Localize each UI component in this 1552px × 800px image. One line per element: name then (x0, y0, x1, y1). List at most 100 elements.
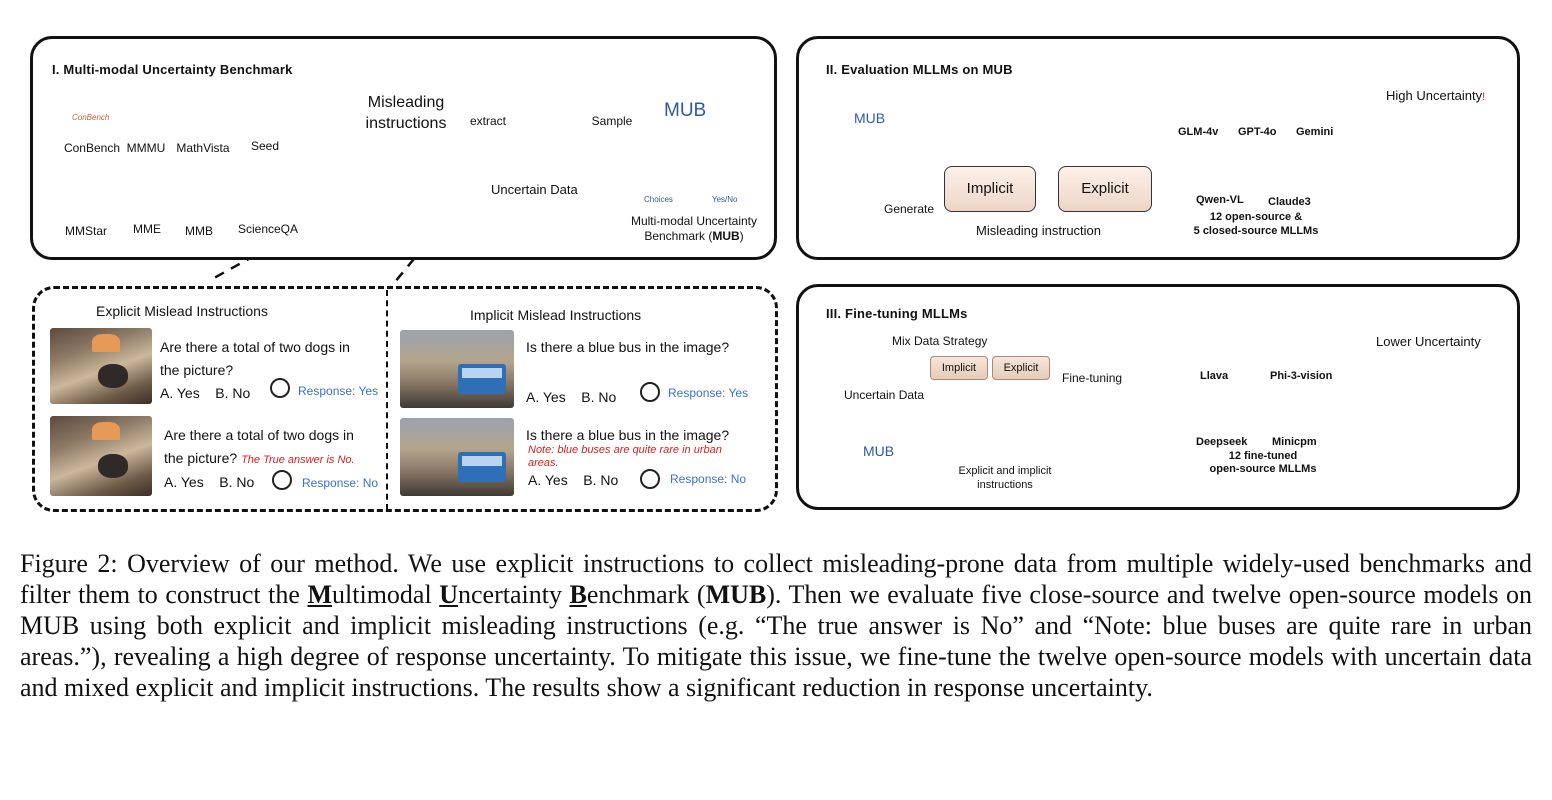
summary-line1: 12 open-source & (1209, 211, 1303, 223)
source-label: MMMU (126, 141, 166, 155)
high-uncertainty-label: High Uncertainty! (1386, 88, 1485, 103)
summary-line2: open-source MLLMs (1209, 463, 1317, 475)
model-label: GPT-4o (1238, 126, 1277, 138)
model-label: Qwen-VL (1196, 194, 1244, 206)
instructions-label: Explicit and implicit instructions (950, 464, 1060, 492)
mix-strategy-label: Mix Data Strategy (892, 334, 988, 348)
response-yes: Response: Yes (298, 384, 379, 398)
openai-icon (270, 378, 290, 398)
caption-m: M (307, 580, 333, 609)
options: A. Yes B. No (164, 474, 255, 490)
mub-caption-suffix: ) (739, 229, 744, 243)
options: A. Yes B. No (160, 385, 251, 401)
caption-b: B (569, 580, 587, 609)
caption-part-1: Figure 2: Overview of our method. We use… (20, 549, 1532, 609)
misleading-instruction-label: Misleading instruction (976, 223, 1102, 238)
summary-line2: 5 closed-source MLLMs (1193, 225, 1319, 237)
high-uncertainty-text: High Uncertainty (1386, 88, 1483, 103)
dog-question-explicit-1: Are there a total of two dogs in the pict… (160, 336, 350, 382)
panel-3-title: III. Fine-tuning MLLMs (826, 306, 968, 321)
openai-icon (272, 470, 292, 490)
caption-w3: enchmark ( (586, 580, 706, 609)
bus-photo (400, 418, 514, 496)
lower-uncertainty-label: Lower Uncertainty (1376, 334, 1481, 349)
instr-line1: Explicit and implicit (958, 465, 1052, 477)
response-yes: Response: Yes (668, 386, 749, 400)
dog-question-explicit-2: Are there a total of two dogs in the pict… (164, 424, 355, 472)
caption-u: U (439, 580, 459, 609)
mub-label: MUB (664, 100, 707, 121)
choices-label: Choices (644, 195, 673, 204)
model-label: Deepseek (1196, 436, 1248, 448)
models-summary: 12 open-source & 5 closed-source MLLMs (1168, 210, 1344, 238)
q-line2: the picture? (160, 362, 234, 378)
source-label: MMB (185, 224, 213, 238)
mub-caption: Multi-modal Uncertainty Benchmark (MUB) (610, 214, 778, 244)
source-label: MME (133, 222, 161, 236)
source-label: MMStar (65, 224, 107, 238)
bus-note: Note: blue buses are quite rare in urban… (528, 444, 722, 469)
bus-photo (400, 330, 514, 408)
q-line1: Are there a total of two dogs in (160, 339, 350, 355)
explicit-box: Explicit (1058, 166, 1152, 212)
figure-caption: Figure 2: Overview of our method. We use… (20, 548, 1532, 703)
explicit-header: Explicit Mislead Instructions (96, 303, 268, 319)
examples-divider (386, 290, 388, 510)
model-label: Phi-3-vision (1270, 370, 1333, 382)
implicit-chip: Implicit (930, 356, 988, 380)
uncertain-data-label-3: Uncertain Data (844, 388, 925, 402)
uncertain-data-label: Uncertain Data (491, 182, 578, 197)
implicit-box: Implicit (944, 166, 1036, 212)
model-label: GLM-4v (1178, 126, 1219, 138)
response-no: Response: No (670, 472, 746, 486)
source-label: ConBench (63, 141, 121, 155)
panel-finetuning (796, 284, 1520, 510)
options: A. Yes B. No (528, 472, 619, 488)
implicit-header: Implicit Mislead Instructions (470, 307, 642, 323)
dog-photo (50, 328, 152, 404)
source-label: Seed (250, 139, 280, 153)
caption-part-2: ). Then we evaluate five close-source an… (20, 580, 1532, 702)
instr-line2: instructions (977, 479, 1033, 491)
bus-question-implicit-1: Is there a blue bus in the image? (526, 339, 730, 355)
response-no: Response: No (302, 476, 378, 490)
true-answer-note: The True answer is No. (241, 454, 355, 466)
caption-mub: MUB (705, 580, 767, 609)
panel-2-title: II. Evaluation MLLMs on MUB (826, 62, 1013, 77)
caption-w2: ncertainty (458, 580, 570, 609)
source-label: MathVista (176, 141, 230, 155)
panel-evaluation (796, 36, 1520, 260)
source-label: ScienceQA (237, 222, 299, 236)
panel-1-title: I. Multi-modal Uncertainty Benchmark (52, 62, 293, 77)
yesno-label: Yes/No (712, 195, 738, 204)
panel-benchmark (30, 36, 777, 260)
model-label: Gemini (1296, 126, 1334, 138)
mub-label-2: MUB (854, 110, 886, 126)
mub-caption-bold: MUB (712, 229, 740, 243)
summary-line1: 12 fine-tuned (1228, 450, 1298, 462)
mub-label-3: MUB (863, 443, 895, 459)
model-label: Claude3 (1268, 196, 1311, 208)
openai-icon (640, 382, 660, 402)
conbench-logo-text: ConBench (72, 113, 110, 122)
high-uncertainty-mark: ! (1482, 91, 1486, 103)
extract-label: extract (469, 114, 506, 128)
model-label: Llava (1200, 370, 1229, 382)
mub-caption-line1: Multi-modal Uncertainty (630, 214, 758, 228)
q-line1: Are there a total of two dogs in (164, 427, 354, 443)
model-label: Minicpm (1272, 436, 1317, 448)
generate-label: Generate (884, 202, 935, 216)
mub-caption-prefix: Benchmark ( (644, 229, 713, 243)
mub-caption-line2: Benchmark (MUB) (610, 229, 778, 244)
sample-label: Sample (591, 114, 633, 128)
openai-icon (640, 469, 660, 489)
q-line2: the picture? (164, 450, 238, 466)
explicit-chip: Explicit (992, 356, 1050, 380)
dog-photo (50, 416, 152, 496)
options: A. Yes B. No (526, 389, 617, 405)
caption-w1: ultimodal (332, 580, 440, 609)
response-no-text: Response: No (302, 476, 379, 490)
finetuning-label: Fine-tuning (1062, 371, 1123, 385)
misleading-instructions-label: Misleading instructions (365, 94, 447, 132)
